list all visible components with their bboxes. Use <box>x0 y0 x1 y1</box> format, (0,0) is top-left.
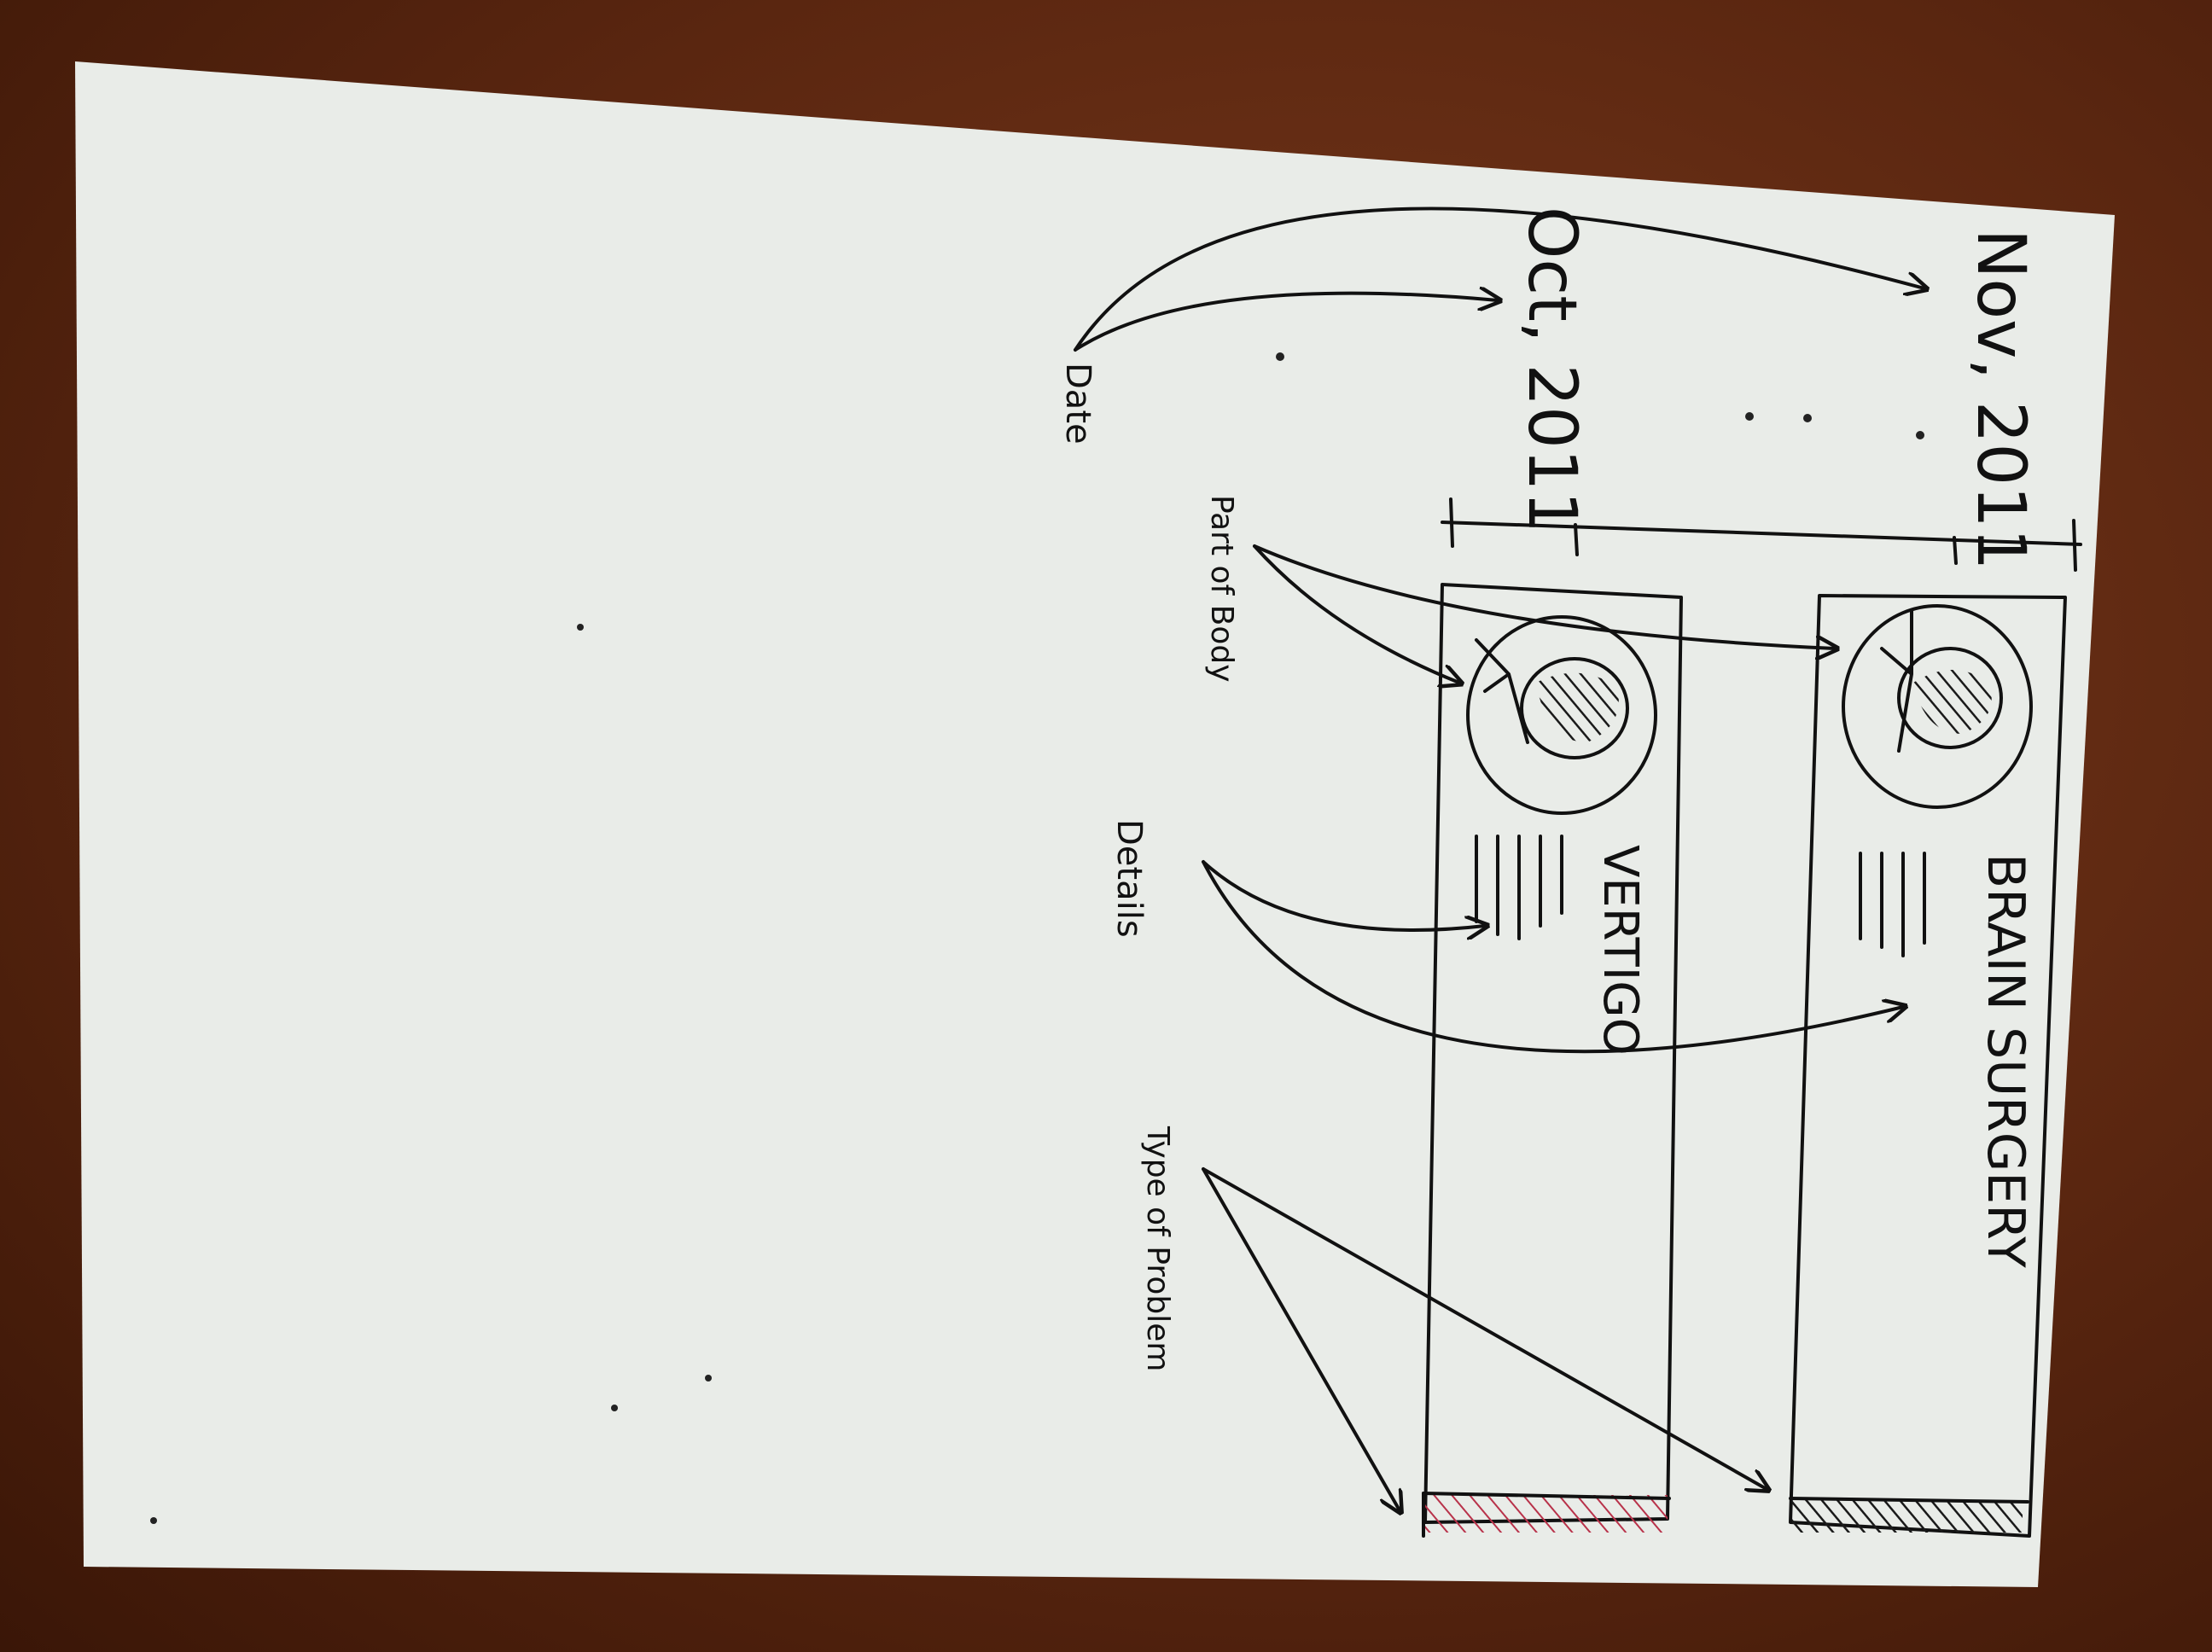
arrow-details-to-card2 <box>1202 860 1485 930</box>
arrow-date-to-oct <box>1074 294 1498 352</box>
problem-type-bar <box>1425 1495 1668 1533</box>
timeline-card-brain-surgery[interactable]: BRAIN SURGERY <box>1789 594 2067 1538</box>
problem-type-bar <box>1792 1500 2023 1533</box>
annotation-type-of-problem: Type of Problem <box>1140 1126 1175 1371</box>
head-brain-icon <box>1466 615 1657 815</box>
annotation-date: Date <box>1058 363 1097 445</box>
paper-sheet <box>75 61 2115 1587</box>
arrow-date-to-nov <box>1074 206 1924 352</box>
arrow-type-to-card1 <box>1202 1167 1767 1489</box>
head-brain-icon <box>1842 604 2033 809</box>
date-label-oct: Oct, 2011 <box>1513 206 1590 533</box>
timeline-axis <box>1441 521 2082 546</box>
timeline-sketch: Nov, 2011 Oct, 2011 BRAIN SURGERY <box>150 206 2082 1538</box>
timeline-card-vertigo[interactable]: VERTIGO <box>1422 583 1683 1538</box>
timeline-tick-nov <box>2072 519 2077 572</box>
card-frame <box>1789 594 2067 1538</box>
card-details-lines <box>1475 835 1563 940</box>
timeline-tick-mid-1 <box>1574 523 1579 556</box>
ink-specks <box>150 352 1924 1524</box>
arrow-type-to-card2 <box>1202 1167 1400 1510</box>
timeline-tick-oct <box>1449 497 1454 548</box>
card-title: VERTIGO <box>1592 845 1648 1056</box>
annotation-part-of-body: Part of Body <box>1204 495 1239 683</box>
card-details-lines <box>1859 852 1926 957</box>
timeline-tick-mid-2 <box>1953 536 1958 565</box>
date-label-nov: Nov, 2011 <box>1962 229 2039 570</box>
arrow-body-to-card1 <box>1253 544 1835 649</box>
annotation-details: Details <box>1109 819 1149 938</box>
arrow-body-to-card2 <box>1253 544 1459 683</box>
card-title: BRAIN SURGERY <box>1976 853 2035 1268</box>
arrow-details-to-card1 <box>1202 860 1903 1054</box>
